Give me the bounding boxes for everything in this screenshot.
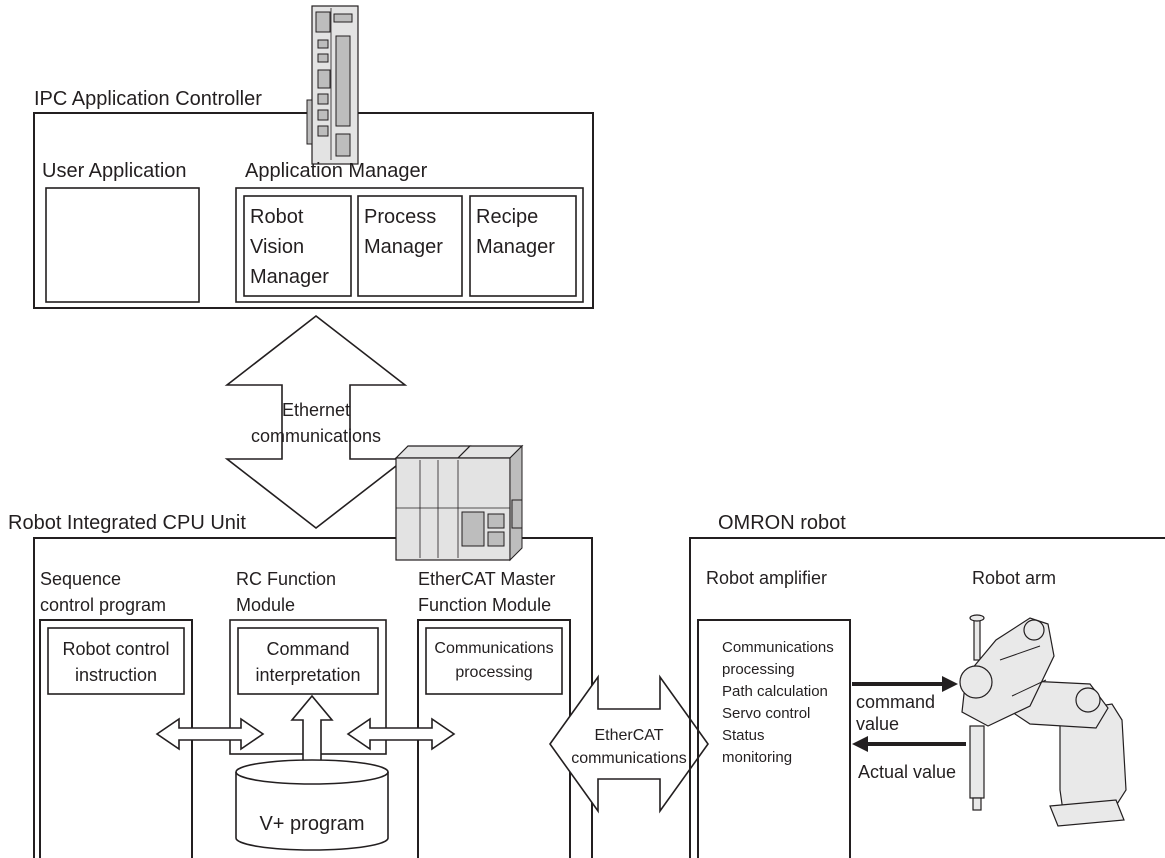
ethercat-label-line2: communications <box>571 750 687 767</box>
communications-processing-box <box>425 627 563 695</box>
sequence-program-line2: control program <box>40 595 166 615</box>
ethercat-master-line2: Function Module <box>418 595 551 615</box>
actual-value-label: Actual value <box>858 762 956 782</box>
command-interpretation-line1: Command <box>266 639 349 659</box>
robot-vision-manager-line3: Manager <box>250 266 329 288</box>
vplus-program-label: V+ program <box>259 813 364 835</box>
command-value-arrow <box>852 676 958 692</box>
robot-amplifier-title: Robot amplifier <box>706 568 827 588</box>
robot-control-instruction-line1: Robot control <box>62 639 169 659</box>
process-manager-line2: Manager <box>364 236 443 258</box>
robot-vision-manager-line1: Robot <box>250 206 304 228</box>
amplifier-function-6: monitoring <box>722 749 792 766</box>
communications-processing-line1: Communications <box>434 640 553 657</box>
omron-robot-title: OMRON robot <box>718 512 846 534</box>
robot-control-instruction-box <box>47 627 185 695</box>
application-manager-label: Application Manager <box>245 160 428 182</box>
recipe-manager-line2: Manager <box>476 236 555 258</box>
cpu-unit-title: Robot Integrated CPU Unit <box>8 512 246 534</box>
cpu-unit-hardware-image <box>394 444 524 562</box>
amplifier-function-1: Communications <box>722 639 834 656</box>
command-interpretation-box <box>237 627 379 695</box>
sequence-rc-double-arrow <box>155 717 265 751</box>
communications-processing-line2: processing <box>455 664 532 681</box>
actual-value-arrow <box>852 736 966 752</box>
rc-module-line2: Module <box>236 595 295 615</box>
command-value-line1: command <box>856 692 935 712</box>
robot-arm-image <box>959 614 1127 827</box>
omron-robot-box <box>689 537 1165 858</box>
recipe-manager-box <box>469 195 577 297</box>
ethernet-double-arrow <box>224 314 408 530</box>
robot-arm-title: Robot arm <box>972 568 1056 588</box>
vplus-program-cylinder <box>235 759 389 851</box>
process-manager-line1: Process <box>364 206 436 228</box>
rc-module-line1: RC Function <box>236 569 336 589</box>
rc-ethercat-double-arrow <box>346 717 456 751</box>
ethernet-label-line2: communications <box>251 426 381 446</box>
recipe-manager-line1: Recipe <box>476 206 538 228</box>
robot-vision-manager-box <box>243 195 352 297</box>
command-interpretation-line2: interpretation <box>255 665 360 685</box>
sequence-program-line1: Sequence <box>40 569 121 589</box>
process-manager-box <box>357 195 463 297</box>
amplifier-function-4: Servo control <box>722 705 810 722</box>
amplifier-function-5: Status <box>722 727 765 744</box>
ethernet-label-line1: Ethernet <box>282 400 350 420</box>
ethercat-master-line1: EtherCAT Master <box>418 569 555 589</box>
ipc-hardware-image <box>306 5 359 165</box>
amplifier-function-2: processing <box>722 661 795 678</box>
amplifier-function-3: Path calculation <box>722 683 828 700</box>
robot-amplifier-box <box>697 619 851 858</box>
user-application-box <box>45 187 200 303</box>
robot-control-instruction-line2: instruction <box>75 665 157 685</box>
ipc-controller-title: IPC Application Controller <box>34 88 262 110</box>
user-application-label: User Application <box>42 160 187 182</box>
ethercat-double-arrow <box>549 674 709 814</box>
command-value-line2: value <box>856 714 899 734</box>
robot-vision-manager-line2: Vision <box>250 236 304 258</box>
ethercat-label-line1: EtherCAT <box>594 727 663 744</box>
